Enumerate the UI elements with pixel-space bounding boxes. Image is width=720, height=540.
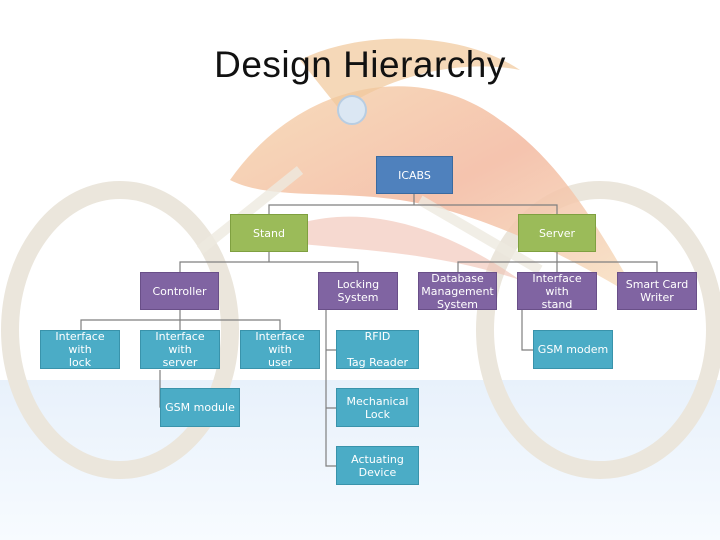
connector-gsm-modem xyxy=(521,310,533,351)
connector-server xyxy=(457,252,658,272)
node-stand: Stand xyxy=(230,214,308,252)
node-interface-with-stand: Interface with stand xyxy=(517,272,597,311)
node-controller: Controller xyxy=(140,272,219,310)
node-actuating-device: Actuating Device xyxy=(336,446,419,485)
connector-stand xyxy=(179,252,359,272)
connector-controller xyxy=(80,310,281,330)
node-icabs: ICABS xyxy=(376,156,453,194)
node-rfid-tag-reader: RFID Tag Reader xyxy=(336,330,419,369)
node-server: Server xyxy=(518,214,596,252)
node-locking-system: Locking System xyxy=(318,272,398,310)
page-title: Design Hierarchy xyxy=(214,44,506,85)
node-database-management-system: Database Management System xyxy=(418,272,497,311)
node-gsm-module: GSM module xyxy=(160,388,240,427)
node-interface-with-server: Interface with server xyxy=(140,330,220,369)
node-gsm-modem: GSM modem xyxy=(533,330,613,369)
node-mechanical-lock: Mechanical Lock xyxy=(336,388,419,427)
node-interface-with-user: Interface with user xyxy=(240,330,320,369)
connector-locking xyxy=(325,310,336,467)
connector-icabs xyxy=(268,194,558,214)
node-interface-with-lock: Interface with lock xyxy=(40,330,120,369)
node-smart-card-writer: Smart Card Writer xyxy=(617,272,697,310)
